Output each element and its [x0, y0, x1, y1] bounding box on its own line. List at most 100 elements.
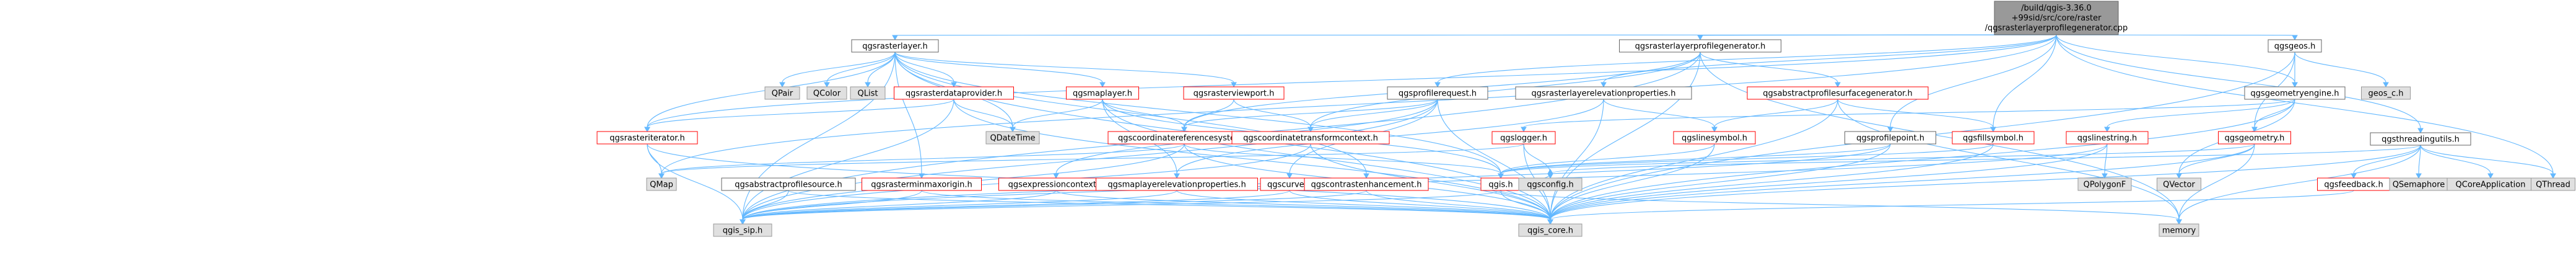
root-node-box — [1994, 1, 2119, 35]
node-qgscoordinatereferencesystem-h[interactable]: qgscoordinatereferencesystem.h — [1107, 131, 1261, 145]
node-label: qgsrasterlayerprofilegenerator.h — [1635, 42, 1766, 51]
node-qgsrasterlayerelevationproperties-h[interactable]: qgsrasterlayerelevationproperties.h — [1515, 86, 1692, 100]
node-qgsmaplayer-h[interactable]: qgsmaplayer.h — [1066, 86, 1139, 100]
node-label: qgscoordinatereferencesystem.h — [1118, 134, 1251, 143]
node-qgsmaplayerelevationproperties-h[interactable]: qgsmaplayerelevationproperties.h — [1096, 177, 1258, 191]
edge-line — [921, 190, 1551, 220]
edge-line — [894, 51, 954, 83]
node-qgsexpressioncontext-h[interactable]: qgsexpressioncontext.h — [998, 177, 1114, 191]
node-label: qgsfillsymbol.h — [1963, 134, 2024, 143]
node-qgsrasterminmaxorigin-h[interactable]: qgsrasterminmaxorigin.h — [862, 177, 982, 191]
edge-arrowhead — [1835, 82, 1841, 88]
edge-line — [894, 51, 1367, 174]
edge-arrowhead — [2102, 173, 2108, 179]
node-label: qgsabstractprofilesource.h — [735, 181, 842, 190]
node-qgslogger-h[interactable]: qgslogger.h — [1491, 131, 1556, 145]
node-label: qgsgeometry.h — [2225, 134, 2285, 143]
edge-line — [1550, 145, 2421, 220]
node-label: qgsthreadingutils.h — [2382, 135, 2460, 145]
edge-line — [1366, 190, 1551, 220]
node-box — [2370, 132, 2471, 146]
node-qgsgeometryengine-h[interactable]: qgsgeometryengine.h — [2244, 86, 2346, 100]
edge-line — [2420, 145, 2491, 174]
edge-arrowhead — [1053, 173, 1059, 179]
edge-qgsthreadingutils_h-to-qsemaphore — [2416, 145, 2422, 179]
node-qgslinesymbol-h[interactable]: qgslinesymbol.h — [1673, 131, 1756, 145]
node-label: qgscoordinatetransformcontext.h — [1243, 134, 1378, 143]
edge-arrowhead — [892, 35, 898, 41]
node-qgsgeometry-h[interactable]: qgsgeometry.h — [2218, 131, 2291, 145]
node-box — [2159, 223, 2199, 237]
node-qgis-core-h: qgis_core.h — [1518, 223, 1583, 237]
node-qgsrasterdataprovider-h[interactable]: qgsrasterdataprovider.h — [894, 86, 1014, 100]
edge-arrowhead — [865, 82, 871, 88]
edge-line — [1603, 34, 2057, 83]
node-qgsrasterviewport-h[interactable]: qgsrasterviewport.h — [1183, 86, 1285, 100]
node-box — [862, 177, 982, 191]
node-root-file[interactable]: /build/qgis-3.36.0 +99sid/src/core/raste… — [1985, 1, 2128, 35]
node-box — [2361, 86, 2411, 100]
edge-line — [2418, 145, 2421, 174]
node-qgsprofilepoint-h[interactable]: qgsprofilepoint.h — [1845, 131, 1936, 145]
node-qgsfillsymbol-h[interactable]: qgsfillsymbol.h — [1952, 131, 2035, 145]
edge-line — [1184, 99, 1234, 128]
edge-line — [742, 99, 1438, 220]
node-qgsprofilerequest-h[interactable]: qgsprofilerequest.h — [1387, 86, 1488, 100]
node-label: QPair — [772, 89, 793, 99]
edge-root-to-qgsgeometryengine_h — [2056, 34, 2298, 88]
edge-qgsabstractprofilesurfacegenerator_h-to-qgsfillsymbol_h — [1837, 99, 1996, 133]
node-qgslinestring-h[interactable]: qgslinestring.h — [2066, 131, 2149, 145]
edge-line — [2420, 145, 2554, 174]
node-qgsrasteriterator-h[interactable]: qgsrasteriterator.h — [596, 131, 698, 145]
edge-line — [1055, 190, 1551, 220]
node-qgsfeedback-h[interactable]: qgsfeedback.h — [2317, 177, 2390, 191]
edge-line — [1176, 99, 1604, 174]
edge-line — [742, 190, 1057, 220]
node-qgsgeos-h[interactable]: qgsgeos.h — [2268, 39, 2322, 53]
node-box — [850, 86, 886, 100]
node-geos-c-h: geos_c.h — [2361, 86, 2411, 100]
edge-line — [1500, 143, 1891, 174]
node-qgsconfig-h: qgsconfig.h — [1518, 177, 1583, 191]
node-qgscontrastenhancement-h[interactable]: qgscontrastenhancement.h — [1304, 177, 1429, 191]
edge-arrowhead — [2550, 173, 2556, 179]
edge-qgsgeometryengine_h-to-qgslinestring_h — [2104, 99, 2295, 133]
edge-line — [1102, 99, 1185, 128]
node-box — [1096, 177, 1258, 191]
edge-arrowhead — [644, 127, 650, 133]
edge-line — [647, 34, 2057, 128]
edge-line — [1523, 143, 1551, 174]
edge-arrowhead — [2292, 35, 2298, 41]
node-label: qgsexpressioncontext.h — [1008, 181, 1104, 190]
node-label: QPolygonF — [2084, 181, 2126, 190]
node-label: qgscontrastenhancement.h — [1311, 181, 1421, 190]
edge-arrowhead — [1498, 173, 1504, 179]
node-label: qgslogger.h — [1500, 134, 1547, 143]
edge-qgsmaplayer_h-to-qdatetime — [1010, 99, 1103, 133]
node-box — [851, 39, 939, 53]
edge-line — [647, 143, 662, 174]
node-qgsrasterlayerprofilegenerator-h[interactable]: qgsrasterlayerprofilegenerator.h — [1619, 39, 1781, 53]
edge-line — [1437, 99, 1551, 220]
edge-qgsrasterlayerelevationproperties_h-to-qgslinesymbol_h — [1603, 99, 1718, 133]
edge-line — [953, 99, 1013, 128]
edge-line — [2353, 145, 2421, 174]
edge-line — [1310, 99, 1438, 128]
edge-qgslinestring_h-to-qpolygonf — [2102, 143, 2108, 179]
edge-line — [1500, 190, 2180, 220]
node-qgsabstractprofilesurfacegenerator-h[interactable]: qgsabstractprofilesurfacegenerator.h — [1747, 86, 1929, 100]
node-qgscoordinatetransformcontext-h[interactable]: qgscoordinatetransformcontext.h — [1231, 131, 1390, 145]
edge-arrowhead — [658, 173, 665, 179]
edge-qgsrasterlayer_h-to-qpair — [779, 51, 896, 88]
node-qgis-h[interactable]: qgis.h — [1480, 177, 1521, 191]
node-qgsthreadingutils-h[interactable]: qgsthreadingutils.h — [2370, 132, 2471, 146]
root-title-line-2: +99sid/src/core/raster — [2012, 14, 2102, 23]
edge-line — [2178, 145, 2421, 220]
edge-qgsprofilerequest_h-to-qgis_core_h — [1437, 99, 1553, 225]
node-label: QThread — [2536, 181, 2570, 190]
node-qgsabstractprofilesource-h[interactable]: qgsabstractprofilesource.h — [721, 177, 856, 191]
node-qgsrasterlayer-h[interactable]: qgsrasterlayer.h — [851, 39, 939, 53]
edge-line — [1993, 34, 2057, 128]
edge-line — [953, 99, 1551, 220]
edge-line — [1550, 145, 2421, 174]
